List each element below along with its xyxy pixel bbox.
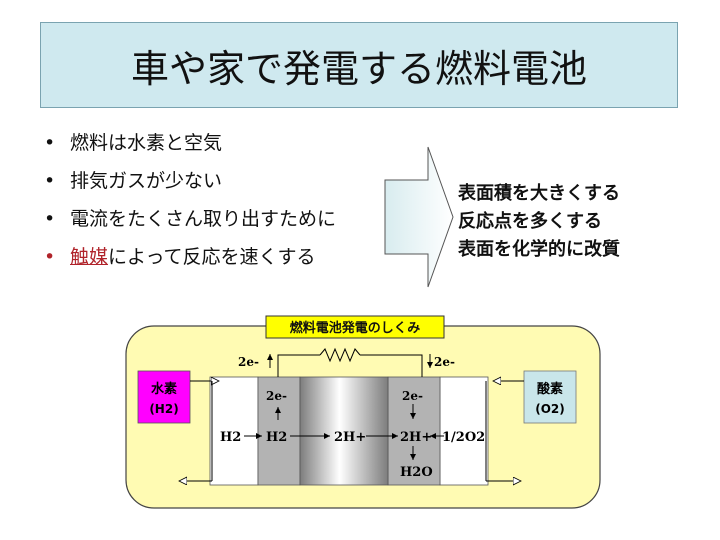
hydrogen-anode-label: H2 [266,430,287,445]
half-oxygen-label: 1/2O2 [442,430,485,445]
hydrogen-formula: (H2) [149,402,178,416]
bullet-dot: • [44,208,56,230]
bullet-item-current: • 電流をたくさん取り出すために [40,204,336,242]
bullet-dot: • [44,132,56,154]
top-right-electron-label: 2e- [434,355,455,369]
result-item: 表面積を大きくする [458,183,620,204]
resistor-icon [319,347,361,363]
anode-electron-label: 2e- [266,389,287,403]
bullet-text: 排気ガスが少ない [70,170,223,192]
bullet-text: 電流をたくさん取り出すために [70,208,337,230]
hydrogen-box [137,370,191,424]
oxygen-formula: (O2) [535,402,565,416]
water-label: H2O [400,465,433,480]
diagram-label: 燃料電池発電のしくみ [290,320,421,336]
bullet-dot: • [44,246,56,268]
anode [257,376,301,486]
electrolyte [299,376,389,486]
bullet-item-exhaust: • 排気ガスが少ない [40,166,336,204]
big-right-arrow-icon [384,146,454,288]
hydrogen-in-label: H2 [220,430,241,445]
proton-middle-label: 2H+ [334,430,366,445]
proton-cathode-label: 2H+ [400,430,432,445]
bullet-text: によって反応を速くする [108,246,316,268]
result-item: 表面を化学的に改質 [458,239,620,260]
oxygen-box [523,370,577,424]
oxygen-label: 酸素 [537,381,563,397]
page-title: 車や家で発電する燃料電池 [130,46,587,91]
oxygen-channel [439,376,489,486]
bullet-item-fuel: • 燃料は水素と空気 [40,128,336,166]
bullet-item-catalyst: • 触媒によって反応を速くする [40,242,336,280]
hydrogen-channel [209,376,259,486]
title-box: 車や家で発電する燃料電池 [40,22,678,108]
top-left-electron-label: 2e- [238,355,259,369]
hydrogen-label: 水素 [151,381,177,397]
catalyst-link[interactable]: 触媒 [70,246,109,268]
result-item: 反応点を多くする [458,211,602,232]
bullet-dot: • [44,170,56,192]
result-list: 表面積を大きくする 反応点を多くする 表面を化学的に改質 [458,180,620,264]
cathode-electron-label: 2e- [402,389,423,403]
bullet-text: 燃料は水素と空気 [70,132,223,154]
diagram-label-box [265,315,445,339]
bullet-list: • 燃料は水素と空気 • 排気ガスが少ない • 電流をたくさん取り出すために • 触媒に… [40,128,336,280]
